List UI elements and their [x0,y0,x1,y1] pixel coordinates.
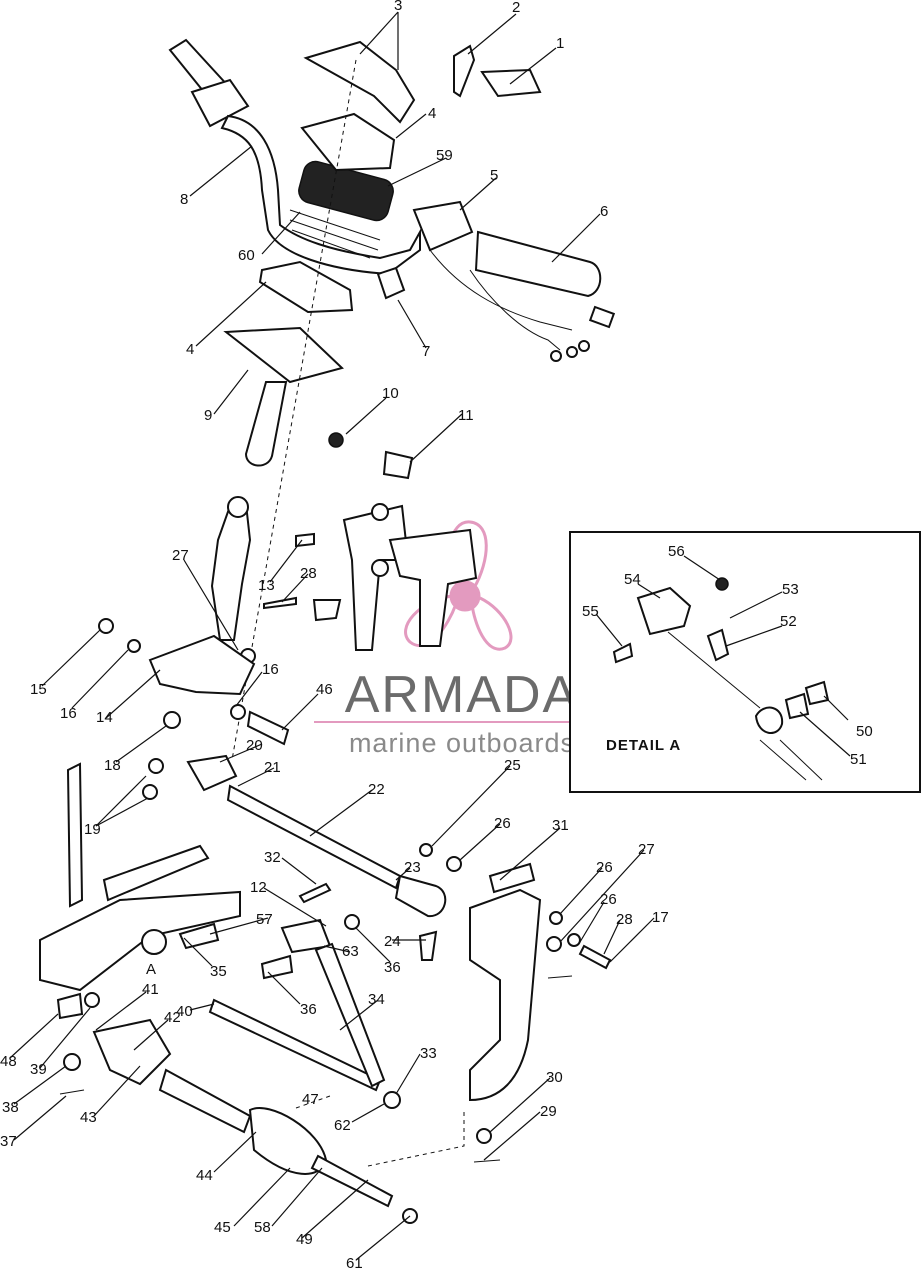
callout-label: 27 [638,841,655,858]
callout-label: 31 [552,817,569,834]
callout-label: 26 [494,815,511,832]
callout-label: 30 [546,1069,563,1086]
callout-label: 62 [334,1117,351,1134]
callout-label: 20 [246,737,263,754]
callout-label: 32 [264,849,281,866]
callout-label: 13 [258,577,275,594]
callout-label: 16 [60,705,77,722]
detail-label: 50 [856,723,873,740]
callout-label: 16 [262,661,279,678]
drive-axle [92,1018,501,1224]
callout-label: 6 [600,203,608,220]
callout-label: 15 [30,681,47,698]
callout-label: 40 [176,1003,193,1020]
callout-label: 48 [0,1053,17,1070]
callout-label: 23 [404,859,421,876]
callout-label: 7 [422,343,430,360]
callout-label: 24 [384,933,401,950]
callout-label: 49 [296,1231,313,1248]
detail-label: 52 [780,613,797,630]
frame-a-arm [39,762,438,1109]
detail-label: 51 [850,751,867,768]
callout-label: 47 [302,1091,319,1108]
leader-lines [9,11,655,1261]
callout-label: 25 [504,757,521,774]
callout-label: 44 [196,1167,213,1184]
callout-label: 37 [0,1133,17,1150]
callout-label: 17 [652,909,669,926]
callout-label: 4 [186,341,194,358]
callout-label: 59 [436,147,453,164]
detail-title: DETAIL A [606,737,681,754]
callout-label: 21 [264,759,281,776]
callout-label: 43 [80,1109,97,1126]
callout-label: 22 [368,781,385,798]
callout-label: 26 [596,859,613,876]
callout-label: 19 [84,821,101,838]
callout-label: 4 [428,105,436,122]
callout-label: 63 [342,943,359,960]
callout-label: 14 [96,709,113,726]
callout-label: 28 [616,911,633,928]
watermark-logo: ARMADA marine outboards [314,520,610,758]
callout-label: 28 [300,565,317,582]
callout-label: 61 [346,1255,363,1271]
callout-label: 27 [172,547,189,564]
callout-label: 58 [254,1219,271,1236]
callout-label: 57 [256,911,273,928]
callout-label: 8 [180,191,188,208]
callout-label: 36 [300,1001,317,1018]
callout-labels: 3 2 1 4 59 8 5 6 60 4 7 9 10 11 27 13 28… [0,0,669,1271]
callout-label: 18 [104,757,121,774]
callout-label: 34 [368,991,385,1008]
callout-label: 5 [490,167,498,184]
steering-column [210,59,478,761]
callout-label: 2 [512,0,520,16]
detail-label: 55 [582,603,599,620]
callout-label: 10 [382,385,399,402]
callout-label: A [146,961,156,978]
detail-a-box: 56 54 53 55 52 50 51 DETAIL A [569,531,921,793]
callout-label: 11 [458,407,474,424]
callout-label: 9 [204,407,212,424]
detail-label: 54 [624,571,641,588]
callout-label: 36 [384,959,401,976]
callout-label: 26 [600,891,617,908]
callout-label: 45 [214,1219,231,1236]
detail-label: 56 [668,543,685,560]
watermark-subtitle: marine outboards [349,728,575,758]
callout-label: 42 [164,1009,181,1026]
callout-label: 1 [556,35,564,52]
callout-label: 60 [238,247,255,264]
callout-label: 12 [250,879,267,896]
callout-label: 38 [2,1099,19,1116]
callout-label: 41 [142,981,159,998]
callout-label: 3 [394,0,402,14]
callout-label: 35 [210,963,227,980]
detail-label: 53 [782,581,799,598]
callout-label: 29 [540,1103,557,1120]
linkage-assembly [98,618,612,1102]
callout-label: 46 [316,681,333,698]
callout-label: 39 [30,1061,47,1078]
watermark-title: ARMADA [345,666,579,724]
callout-label: 33 [420,1045,437,1062]
